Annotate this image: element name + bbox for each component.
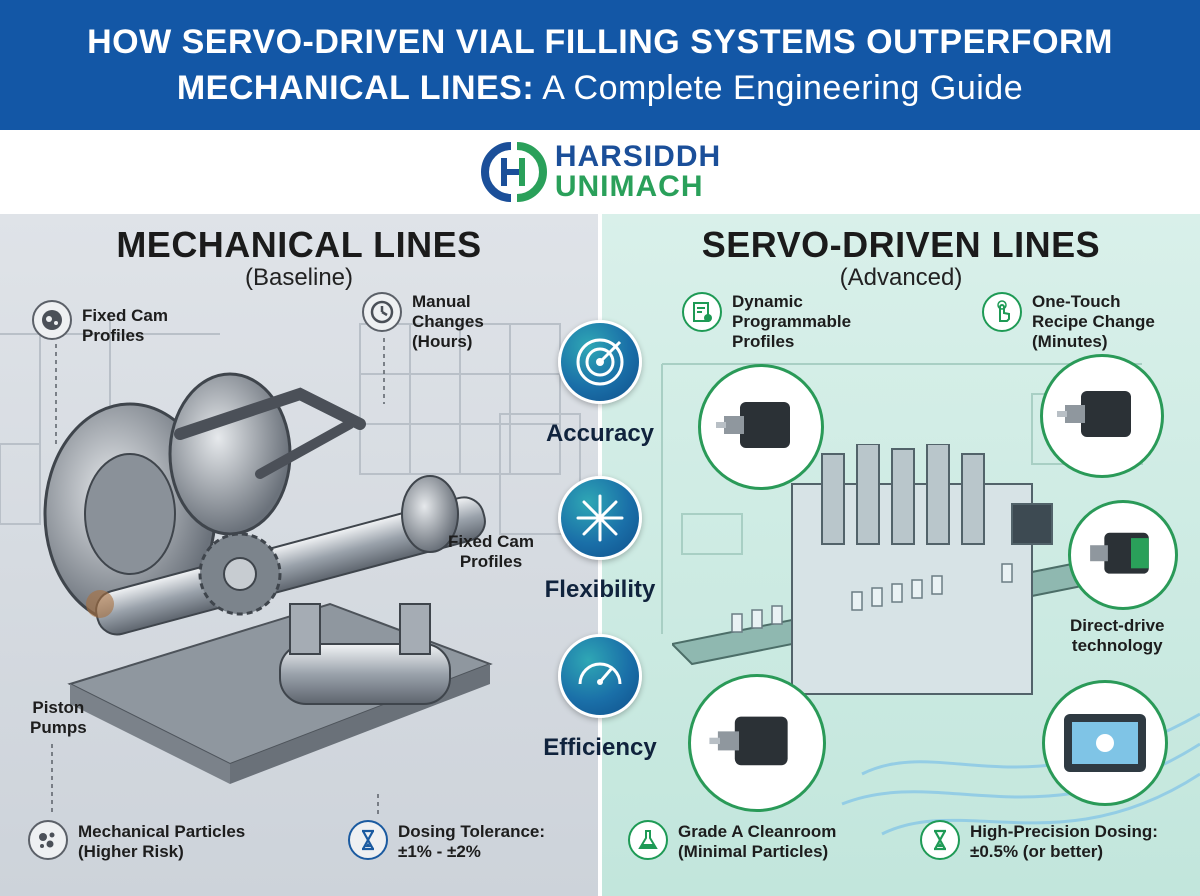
mechanical-panel-title: MECHANICAL LINES bbox=[116, 224, 482, 265]
header-banner: HOW SERVO-DRIVEN VIAL FILLING SYSTEMS OU… bbox=[0, 0, 1200, 130]
servo-lines-panel: SERVO-DRIVEN LINES (Advanced) Dynamic Pr… bbox=[602, 214, 1200, 896]
logo-line-2: UNIMACH bbox=[554, 170, 704, 203]
cam-gear-icon bbox=[32, 300, 72, 340]
benefit-flexibility-label: Flexibility bbox=[544, 576, 656, 603]
feature-label: One-Touch Recipe Change (Minutes) bbox=[1032, 292, 1155, 351]
efficiency-medallion bbox=[558, 634, 642, 718]
leader-lines-left bbox=[51, 338, 385, 818]
feature-dynamic-programmable-profiles: Dynamic Programmable Profiles bbox=[682, 292, 851, 352]
page-title-bold-part: MECHANICAL LINES: bbox=[176, 69, 535, 107]
feature-label: Fixed Cam Profiles bbox=[82, 306, 168, 345]
feature-high-precision-dosing: High-Precision Dosing: ±0.5% (or better) bbox=[920, 820, 1158, 862]
feature-label: Dynamic Programmable Profiles bbox=[732, 292, 852, 351]
touchscreen-hmi-icon bbox=[1064, 714, 1146, 772]
flask-icon bbox=[628, 820, 668, 860]
feature-dosing-tolerance: Dosing Tolerance: ±1% - ±2% bbox=[348, 820, 545, 862]
mechanical-lines-panel: MECHANICAL LINES (Baseline) Fixed Cam Pr… bbox=[0, 214, 598, 896]
target-icon bbox=[576, 338, 624, 386]
speedometer-icon bbox=[578, 662, 622, 685]
page-title-line-2: MECHANICAL LINES: A Complete Engineering… bbox=[177, 65, 1023, 111]
feature-label: Mechanical Particles (Higher Risk) bbox=[78, 822, 246, 861]
callout-piston-pumps: Piston Pumps bbox=[30, 698, 87, 737]
feature-label: High-Precision Dosing: ±0.5% (or better) bbox=[970, 822, 1158, 861]
feature-label: Grade A Cleanroom (Minimal Particles) bbox=[678, 822, 837, 861]
particles-icon bbox=[28, 820, 68, 860]
hourglass-icon bbox=[920, 820, 960, 860]
servo-motor-bubble bbox=[1068, 500, 1178, 610]
company-logo-icon bbox=[480, 142, 547, 202]
hourglass-icon bbox=[348, 820, 388, 860]
benefit-accuracy-label: Accuracy bbox=[545, 420, 655, 447]
feature-label: Manual Changes (Hours) bbox=[412, 292, 484, 351]
feature-grade-a-cleanroom: Grade A Cleanroom (Minimal Particles) bbox=[628, 820, 836, 862]
hmi-panel-bubble bbox=[1042, 680, 1168, 806]
servo-motor-icon bbox=[1057, 391, 1131, 437]
servo-motor-bubble bbox=[688, 674, 826, 812]
arrows-icon bbox=[576, 494, 624, 542]
feature-one-touch-recipe-change: One-Touch Recipe Change (Minutes) bbox=[982, 292, 1155, 352]
logo-line-1: HARSIDDH bbox=[554, 140, 722, 173]
servo-panel-subtitle: (Advanced) bbox=[839, 264, 963, 291]
servo-filling-machine-illustration bbox=[672, 444, 1092, 695]
servo-motor-icon bbox=[1090, 532, 1149, 574]
feature-fixed-cam-profiles: Fixed Cam Profiles bbox=[32, 300, 168, 346]
logo-text: HARSIDDH UNIMACH bbox=[555, 142, 721, 202]
callout-direct-drive-technology: Direct-drive technology bbox=[1070, 616, 1165, 655]
page-title-light-part: A Complete Engineering Guide bbox=[542, 69, 1024, 107]
feature-manual-changes: Manual Changes (Hours) bbox=[362, 292, 484, 352]
touch-hand-icon bbox=[982, 292, 1022, 332]
accuracy-medallion bbox=[558, 320, 642, 404]
mechanical-panel-subtitle: (Baseline) bbox=[244, 264, 354, 291]
feature-mechanical-particles: Mechanical Particles (Higher Risk) bbox=[28, 820, 245, 862]
page-title-line-1: HOW SERVO-DRIVEN VIAL FILLING SYSTEMS OU… bbox=[87, 23, 1113, 61]
benefit-efficiency-label: Efficiency bbox=[543, 734, 657, 761]
callout-fixed-cam-profiles: Fixed Cam Profiles bbox=[448, 532, 534, 571]
servo-motor-icon bbox=[709, 716, 788, 766]
logo-strip: HARSIDDH UNIMACH bbox=[0, 130, 1200, 214]
servo-motor-bubble bbox=[698, 364, 824, 490]
flexibility-medallion bbox=[558, 476, 642, 560]
mechanical-machine-illustration bbox=[43, 372, 493, 784]
feature-label: Dosing Tolerance: ±1% - ±2% bbox=[398, 822, 546, 861]
servo-motor-icon bbox=[716, 402, 790, 448]
servo-motor-bubble bbox=[1040, 354, 1164, 478]
servo-panel-title: SERVO-DRIVEN LINES bbox=[701, 224, 1101, 265]
settings-document-icon bbox=[682, 292, 722, 332]
clock-icon bbox=[362, 292, 402, 332]
